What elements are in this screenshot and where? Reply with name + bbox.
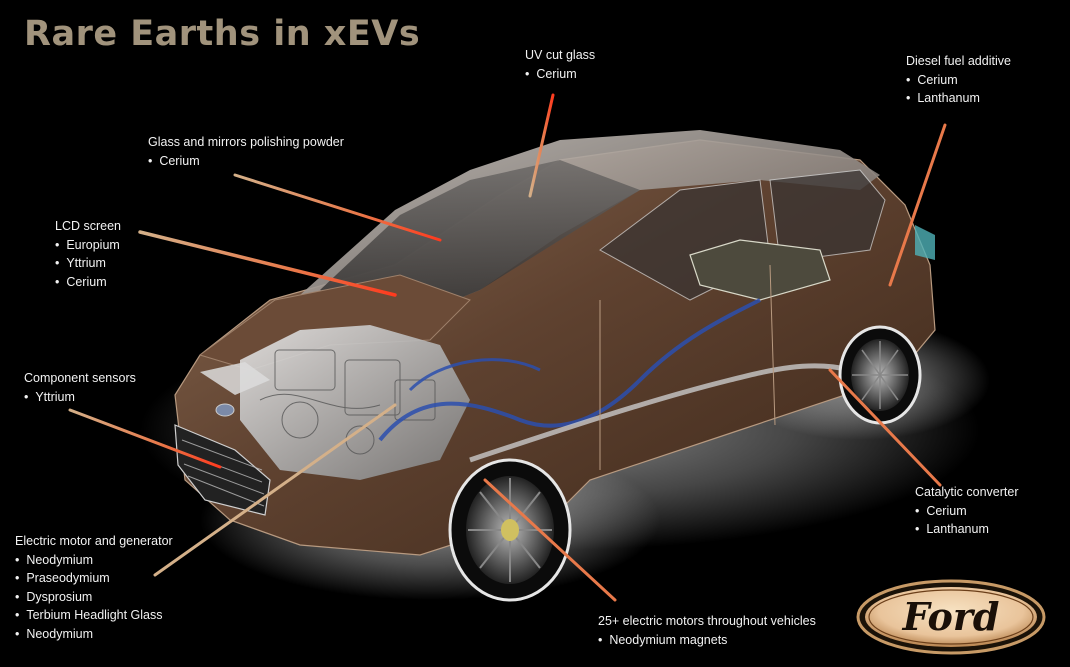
leader-polishing xyxy=(233,173,442,242)
leader-motors25 xyxy=(483,478,617,602)
tail-light xyxy=(915,225,935,260)
callout-title: LCD screen xyxy=(55,219,121,233)
callout-item: Dysprosium xyxy=(15,588,173,607)
leader-lines xyxy=(68,93,947,602)
front-badge xyxy=(215,403,235,417)
leader-diesel xyxy=(888,123,947,287)
callout-item: Yttrium xyxy=(24,388,136,407)
leader-lcd xyxy=(138,230,397,297)
leader-sensors xyxy=(68,408,222,469)
callout-title: UV cut glass xyxy=(525,48,596,62)
callout-item: Praseodymium xyxy=(15,569,173,588)
callout-diesel: Diesel fuel additive Cerium Lanthanum xyxy=(906,52,1011,108)
ford-logo-text: Ford xyxy=(902,594,1000,639)
callout-catalytic: Catalytic converter Cerium Lanthanum xyxy=(915,483,1019,539)
callout-item: Neodymium xyxy=(15,625,173,644)
callout-item: Lanthanum xyxy=(915,520,1019,539)
callout-item: Lanthanum xyxy=(906,89,1011,108)
door-line xyxy=(599,264,776,470)
leader-motor xyxy=(153,403,397,577)
exhaust-pipe xyxy=(469,363,851,463)
callout-title: 25+ electric motors throughout vehicles xyxy=(598,614,816,628)
callout-item: Neodymium magnets xyxy=(598,631,816,650)
callout-item: Cerium xyxy=(906,71,1011,90)
callout-item: Cerium xyxy=(915,502,1019,521)
callout-item: Yttrium xyxy=(55,254,121,273)
engine-details xyxy=(259,349,436,455)
hv-cable-2 xyxy=(408,358,541,392)
callout-title: Catalytic converter xyxy=(915,485,1019,499)
callout-uv-glass: UV cut glass Cerium xyxy=(525,46,595,83)
callout-lcd: LCD screen Europium Yttrium Cerium xyxy=(55,217,121,291)
callout-title: Component sensors xyxy=(24,371,136,385)
callout-motor: Electric motor and generator Neodymium P… xyxy=(15,532,173,644)
front-wheel xyxy=(448,458,572,602)
engine-bay xyxy=(240,325,470,480)
callout-item: Neodymium xyxy=(15,551,173,570)
callout-sensors: Component sensors Yttrium xyxy=(24,369,136,406)
page-title: Rare Earths in xEVs xyxy=(24,14,421,54)
callout-polishing: Glass and mirrors polishing powder Ceriu… xyxy=(148,133,344,170)
leader-catalytic xyxy=(828,368,942,487)
headlight xyxy=(200,362,270,395)
callout-item: Cerium xyxy=(525,65,595,84)
battery-pack xyxy=(689,239,831,301)
callout-title: Electric motor and generator xyxy=(15,534,173,548)
callout-item: Europium xyxy=(55,236,121,255)
callout-item: Terbium Headlight Glass xyxy=(15,606,173,625)
callout-title: Diesel fuel additive xyxy=(906,54,1011,68)
ford-logo: Ford xyxy=(856,579,1046,655)
callout-motors25: 25+ electric motors throughout vehicles … xyxy=(598,612,816,649)
rear-wheel xyxy=(838,325,922,425)
leader-uv-glass xyxy=(528,93,555,198)
callout-item: Cerium xyxy=(148,152,344,171)
callout-title: Glass and mirrors polishing powder xyxy=(148,135,344,149)
hv-cable xyxy=(378,298,761,442)
callout-item: Cerium xyxy=(55,273,121,292)
grille xyxy=(174,424,271,516)
